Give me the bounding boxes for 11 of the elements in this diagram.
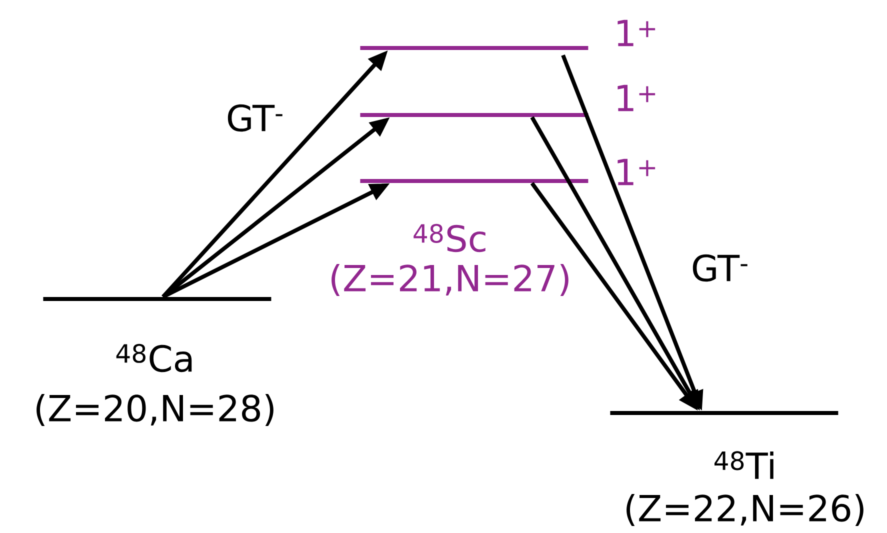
proton-neutron-label: (Z=21,N=27) [332, 264, 568, 296]
proton-neutron-label: (Z=22,N=26) [626, 494, 864, 526]
transition-label: GT$^{-}$ [228, 104, 282, 132]
spin-parity-label: 1$^{+}$ [618, 20, 656, 46]
spin-parity-label: 1$^{+}$ [618, 84, 656, 112]
nucleus-label: $^{48}$Ca [116, 344, 192, 372]
nucleus-label: $^{48}$Ti [714, 451, 774, 479]
nucleus-label: $^{48}$Sc [414, 224, 486, 252]
transition-label: GT$^{-}$ [692, 254, 748, 282]
spin-parity-label: 1$^{+}$ [618, 158, 656, 186]
proton-neutron-label: (Z=20,N=28) [36, 394, 274, 426]
